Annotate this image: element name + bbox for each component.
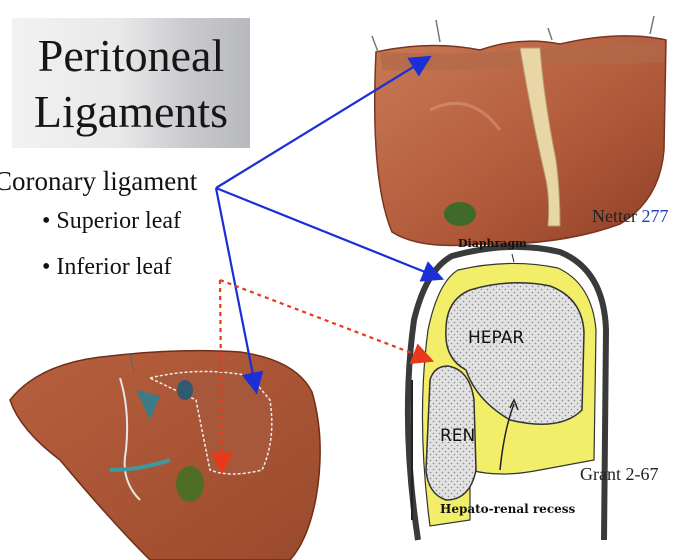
label-ren: REN [440, 426, 475, 446]
caption-netter: Netter 277 [592, 206, 668, 227]
label-hepato-renal-recess: Hepato-renal recess [440, 502, 575, 516]
caption-grant: Grant 2-67 [580, 464, 658, 485]
caption-netter-text: Netter [592, 206, 641, 226]
caption-netter-number: 277 [641, 206, 668, 226]
label-hepar: HEPAR [468, 328, 524, 348]
sagittal-section-diagram [408, 247, 606, 540]
label-diaphragm: Diaphragm [458, 237, 527, 250]
liver-posterior-view [10, 351, 320, 560]
